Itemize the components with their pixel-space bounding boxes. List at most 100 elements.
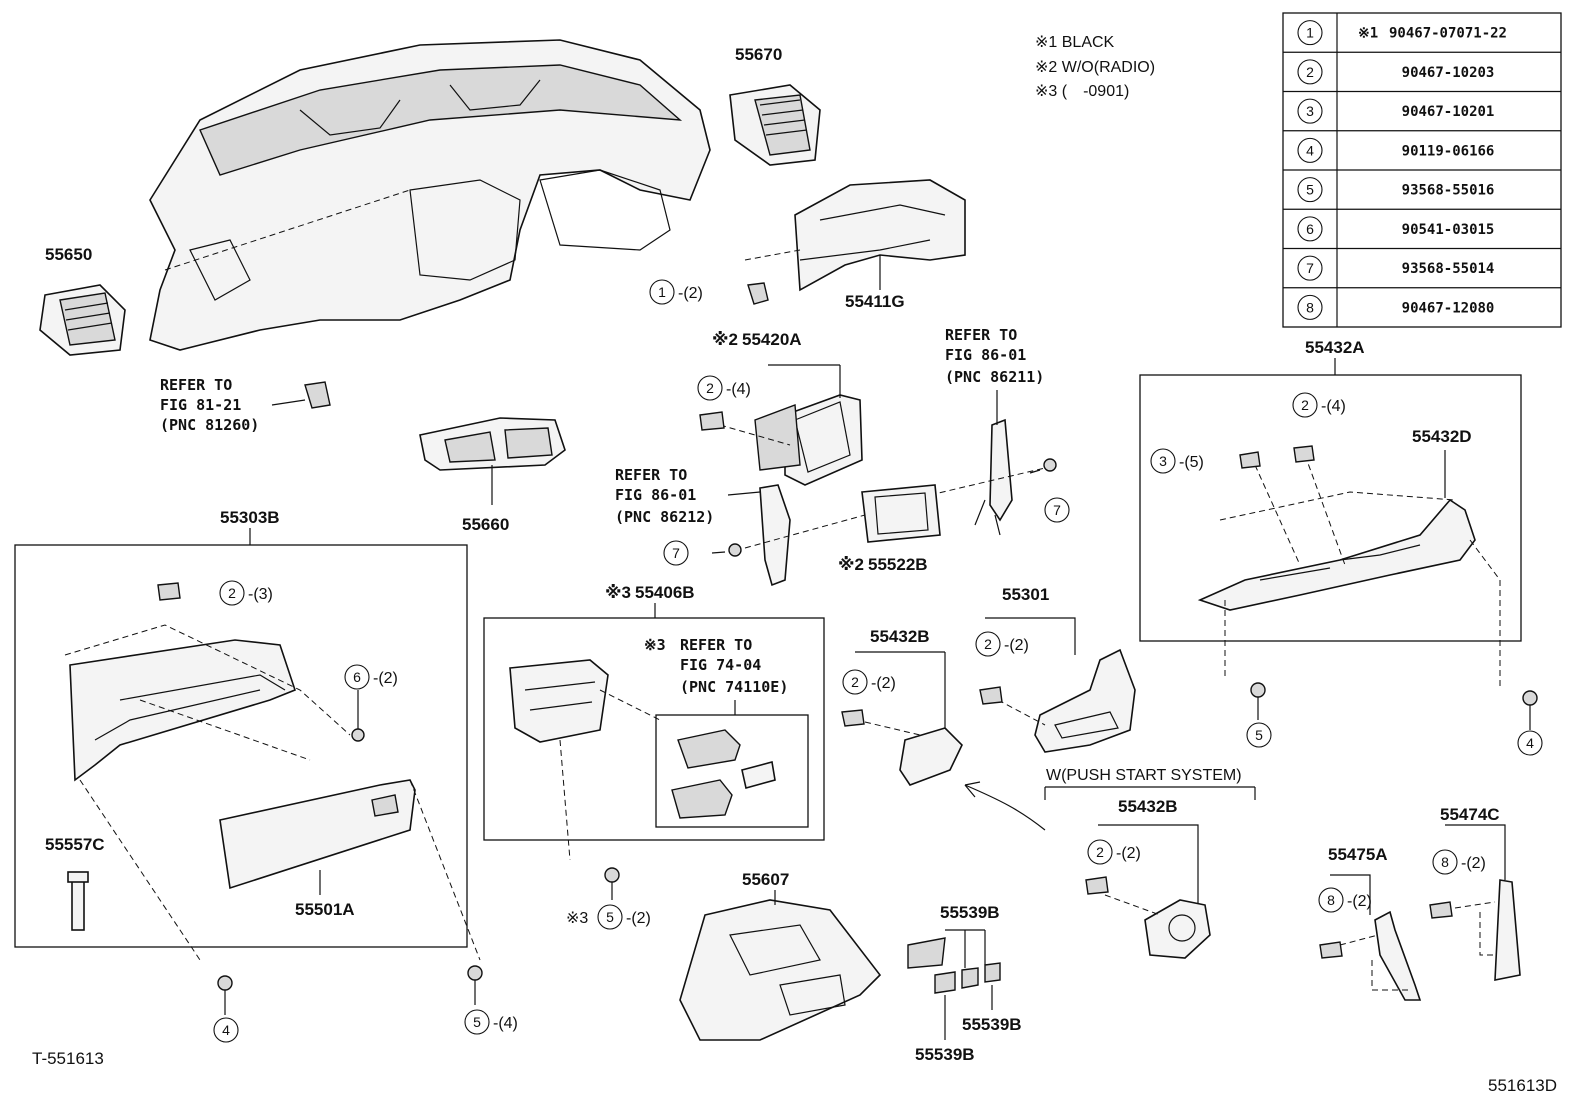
callout-number: 2 (1096, 844, 1104, 860)
callout-number: 5 (1255, 727, 1263, 743)
part-55432d-panel (1197, 498, 1476, 611)
part-55475a-garnish (1374, 910, 1422, 1001)
part-55660-vent (419, 417, 566, 471)
code-right: 551613D (1488, 1076, 1557, 1095)
part-55474c-garnish (1494, 879, 1521, 981)
callout-number: 7 (672, 545, 680, 561)
svg-text:FIG 74-04: FIG 74-04 (680, 656, 761, 674)
clip-2e (979, 686, 1003, 705)
callout-circle (842, 669, 868, 695)
callout-qty: -(2) (1116, 845, 1141, 862)
callout-number: 4 (1526, 735, 1534, 751)
svg-text:※3 ( -0901): ※3 ( -0901) (1035, 83, 1129, 100)
ref-number: 3 (1306, 103, 1314, 119)
callout-circle (597, 904, 623, 930)
callout-c2c: 2-(4) (1292, 392, 1346, 418)
part-55501a-door (219, 779, 416, 890)
part-55607-tray (679, 899, 882, 1041)
callout-c7a: 7 (1044, 497, 1070, 523)
callout-number: 2 (1301, 397, 1309, 413)
label-55303b: 55303B (220, 508, 280, 527)
label-55607: 55607 (742, 870, 789, 889)
callout-number: 2 (706, 380, 714, 396)
svg-text:※3: ※3 (644, 636, 666, 654)
callout-number: 5 (473, 1014, 481, 1030)
mark-55420a: ※2 (712, 330, 738, 349)
callout-c2e: 2 -(2) (975, 631, 1029, 657)
callout-mark: ※3 (566, 910, 588, 927)
part-55670-vent (729, 84, 821, 166)
callout-circle (1517, 730, 1543, 756)
label-55539b-right: 55539B (962, 1015, 1022, 1034)
instrument-panel-illustration (149, 39, 711, 351)
callout-qty: -(2) (678, 285, 703, 302)
callout-c2d: 2-(2) (842, 669, 896, 695)
callout-circle (1150, 448, 1176, 474)
ref-number: 5 (1306, 182, 1314, 198)
group-box-55303b (14, 544, 468, 948)
callout-number: 8 (1327, 892, 1335, 908)
callout-number: 4 (222, 1022, 230, 1038)
callout-qty: -(2) (1004, 637, 1029, 654)
bolt-6 (351, 728, 365, 742)
clip-3 (1239, 451, 1261, 469)
label-55650: 55650 (45, 245, 92, 264)
ref-circle (1297, 255, 1323, 281)
part-number: 90467-12080 (1402, 300, 1495, 316)
callout-qty: -(4) (493, 1015, 518, 1032)
clip-2d (841, 709, 865, 727)
label-55301: 55301 (1002, 585, 1049, 604)
clip-2b (157, 582, 181, 601)
bracket-86211 (974, 418, 1013, 536)
svg-text:FIG 86-01: FIG 86-01 (615, 486, 696, 504)
clip-2f (1085, 876, 1109, 895)
callout-number: 3 (1159, 453, 1167, 469)
bolt-5-right (1250, 682, 1266, 720)
bolt-5-left (467, 965, 483, 1005)
callout-number: 8 (1441, 854, 1449, 870)
label-55522b: 55522B (868, 555, 928, 574)
screw-7-left (711, 543, 742, 557)
label-55474c: 55474C (1440, 805, 1500, 824)
part-number: 90467-10201 (1402, 104, 1495, 120)
label-55670: 55670 (735, 45, 782, 64)
part-number: 90467-07071-22 (1389, 26, 1507, 42)
part-74110e-tray (671, 729, 776, 819)
part-55301-bezel (1034, 648, 1136, 753)
part-55432b-lower (1144, 899, 1211, 959)
part-55650-vent (39, 284, 126, 356)
callout-c2f: 2 -(2) (1087, 839, 1141, 865)
callout-c5c: 5-(2)※3 (566, 904, 651, 930)
ref-circle (1297, 294, 1323, 320)
ref-circle (1297, 98, 1323, 124)
clip-1 (747, 282, 769, 305)
part-number: 90119-06166 (1402, 143, 1495, 159)
group-box-55406b (483, 617, 825, 841)
part-glovebox-55303b (69, 639, 296, 782)
ref-circle (1297, 137, 1323, 163)
svg-text:※2 W/O(RADIO): ※2 W/O(RADIO) (1035, 59, 1155, 76)
callout-circle (649, 279, 675, 305)
callout-c2b: 2-(3) (219, 580, 273, 606)
mark-55406b: ※3 (605, 583, 631, 602)
callout-circle (213, 1017, 239, 1043)
svg-text:REFER TO: REFER TO (160, 376, 232, 394)
callout-qty: -(5) (1179, 454, 1204, 471)
callout-qty: -(2) (1347, 893, 1372, 910)
callout-c5b: 5 -(4) (464, 1009, 518, 1035)
bolt-4-left (217, 975, 233, 1015)
group-box-74110e (655, 714, 809, 828)
ref-number: 1 (1306, 25, 1314, 41)
callout-circle (1044, 497, 1070, 523)
callout-number: 2 (984, 636, 992, 652)
ref-prefix: ※1 (1358, 26, 1378, 42)
ref-number: 6 (1306, 221, 1314, 237)
